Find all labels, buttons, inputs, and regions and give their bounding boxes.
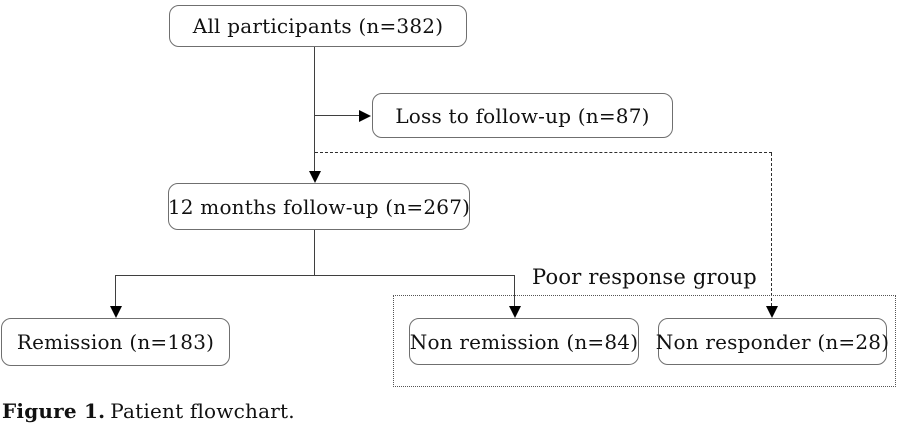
figure-caption: Figure 1.Patient flowchart. [2, 399, 295, 423]
figure-caption-text: Patient flowchart. [110, 399, 295, 423]
node-twelve-months-follow-up: 12 months follow-up (n=267) [168, 183, 470, 230]
connector-to-remission [115, 275, 116, 307]
arrowhead-into-remission [110, 306, 122, 318]
connector-branch-horizontal [115, 275, 515, 276]
arrowhead-into-twelve-months [309, 171, 321, 183]
node-loss-to-follow-up: Loss to follow-up (n=87) [372, 93, 673, 138]
node-non-responder: Non responder (n=28) [656, 318, 889, 365]
node-non-remission: Non remission (n=84) [409, 318, 639, 365]
dashed-connector-horizontal [315, 152, 772, 153]
connector-twelve-months-down [314, 230, 315, 275]
arrowhead-into-non-remission [509, 306, 521, 318]
node-all-participants: All participants (n=382) [169, 5, 467, 47]
figure-caption-label: Figure 1. [2, 399, 106, 423]
connector-all-to-twelve-months [314, 47, 315, 173]
arrowhead-into-loss-follow-up [359, 110, 371, 122]
poor-response-group-outline [393, 295, 896, 387]
connector-to-non-remission [514, 275, 515, 307]
dashed-connector-vertical [771, 153, 772, 306]
poor-response-group-label: Poor response group [532, 265, 757, 289]
connector-to-loss-follow-up [315, 115, 359, 116]
arrowhead-into-non-responder [766, 306, 778, 318]
node-remission: Remission (n=183) [1, 318, 230, 366]
